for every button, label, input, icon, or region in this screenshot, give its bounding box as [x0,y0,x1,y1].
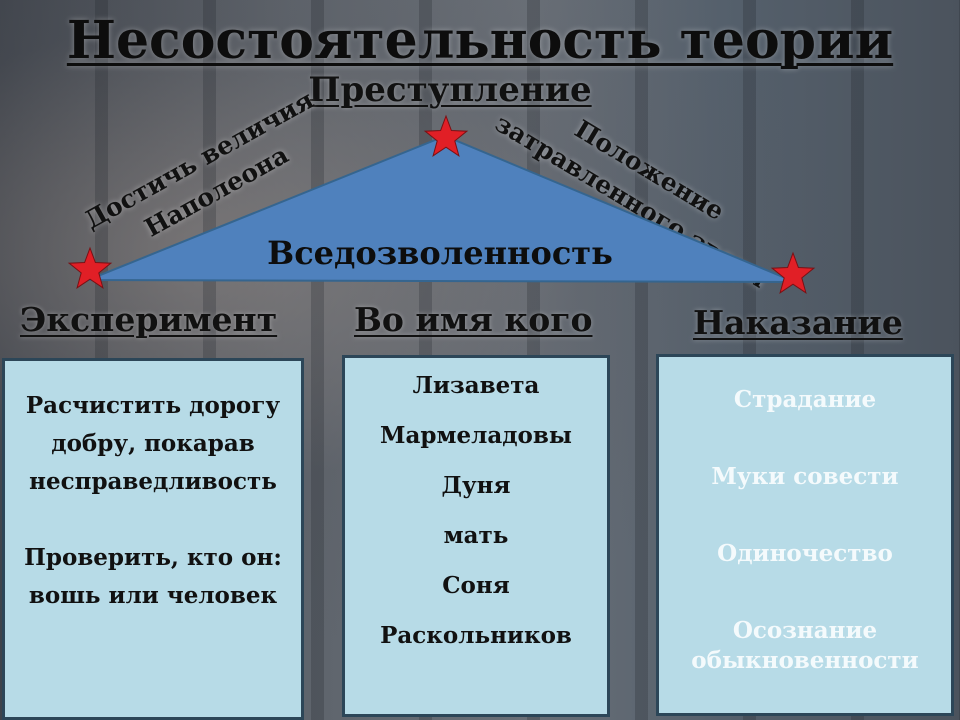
heading-experiment: Эксперимент [20,300,278,339]
experiment-item: Расчистить дорогу [25,392,281,419]
triangle-center-label: Вседозволенность [267,234,613,272]
experiment-item: несправедливость [29,468,277,495]
person-item: Соня [442,572,510,599]
punishment-box: Страдание Муки совести Одиночество Осозн… [656,354,954,716]
experiment-item: добру, покарав [51,430,255,457]
heading-punishment: Наказание [693,303,903,342]
punishment-item: Одиночество [717,540,893,567]
punishment-item: Осознание [732,617,878,644]
person-item: Дуня [441,472,511,499]
star-apex-icon [423,114,469,157]
star-right-icon [770,251,816,294]
star-left-icon [67,246,113,289]
experiment-item: Проверить, кто он: [24,544,282,571]
experiment-box: Расчистить дорогу добру, покарав несправ… [2,358,304,720]
in-whose-name-box: Лизавета Мармеладовы Дуня мать Соня Раск… [342,355,610,717]
slide-title: Несостоятельность теории [66,10,894,71]
person-item: Раскольников [380,622,572,649]
triangle-shape [87,134,796,283]
punishment-item: обыкновенности [691,647,919,674]
experiment-item: вошь или человек [28,582,278,609]
person-item: мать [443,522,509,549]
person-item: Мармеладовы [380,422,572,449]
punishment-item: Муки совести [711,463,899,490]
heading-in-whose-name: Во имя кого [354,300,593,339]
apex-label: Преступление [308,70,592,110]
person-item: Лизавета [412,372,540,399]
punishment-item: Страдание [733,386,877,413]
